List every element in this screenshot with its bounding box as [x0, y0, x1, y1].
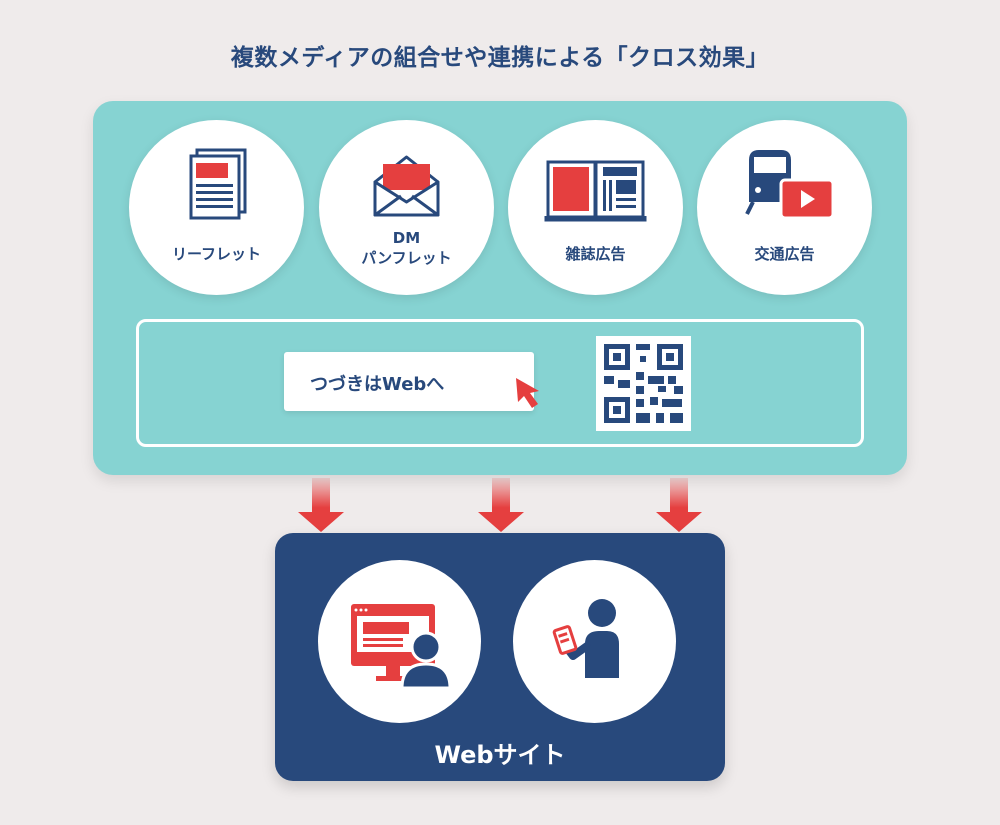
- web-item-desktop: [318, 560, 481, 723]
- diagram-title: 複数メディアの組合せや連携による「クロス効果」: [230, 45, 770, 71]
- media-item-magazine: 雑誌広告: [508, 120, 683, 295]
- media-label: 雑誌広告: [565, 245, 626, 263]
- media-item-dm: DM パンフレット: [319, 120, 494, 295]
- arrow-down-icon: [298, 478, 344, 532]
- media-label-line2: パンフレット: [361, 249, 452, 267]
- qr-code-icon[interactable]: [596, 336, 691, 431]
- cta-text: つづきはWebへ: [310, 374, 445, 395]
- website-label: Webサイト: [434, 741, 566, 769]
- desktop-user-icon: [351, 604, 452, 690]
- media-label-line1: DM: [392, 229, 421, 247]
- arrow-down-icon: [656, 478, 702, 532]
- media-label: リーフレット: [171, 245, 262, 263]
- web-item-smartphone: [513, 560, 676, 723]
- media-item-transit: 交通広告: [697, 120, 872, 295]
- train-video-icon: [745, 150, 835, 220]
- cta-frame: [136, 319, 864, 447]
- leaflet-icon: [189, 148, 247, 220]
- envelope-icon: [373, 155, 440, 217]
- media-item-leaflet: リーフレット: [129, 120, 304, 295]
- arrow-down-icon: [478, 478, 524, 532]
- smartphone-user-icon: [552, 599, 619, 678]
- media-label: 交通広告: [754, 245, 815, 263]
- cursor-icon: [516, 378, 539, 408]
- magazine-icon: [544, 160, 647, 222]
- continue-on-web-button[interactable]: つづきはWebへ: [284, 352, 534, 411]
